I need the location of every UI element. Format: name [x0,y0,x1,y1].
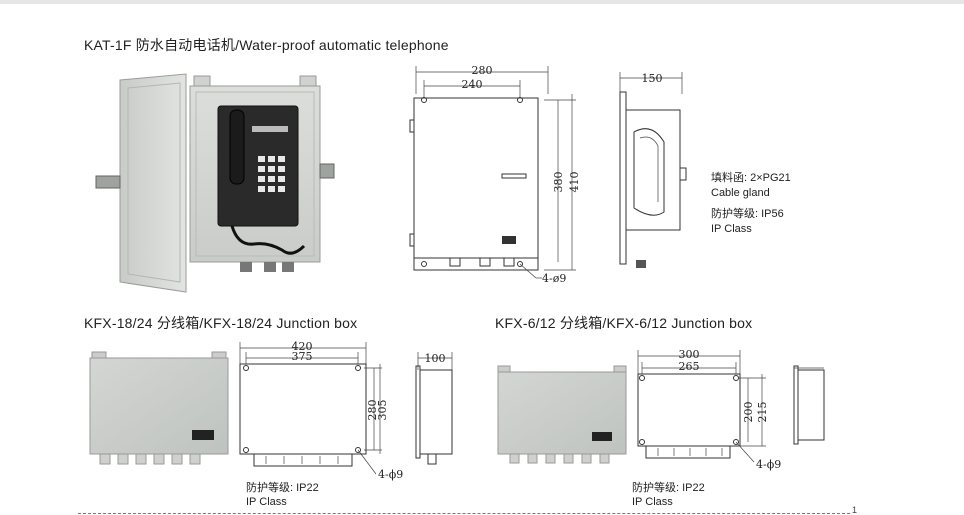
junction-large-front-drawing: 420 375 280 305 4-ϕ9 [239,340,403,481]
junction-large-photo [89,351,229,465]
dim-width-265: 265 [679,360,700,373]
page-number: 1 [852,505,858,515]
dim-depth-100: 100 [425,352,446,365]
dim-height-380: 380 [552,172,565,193]
dim-width-300: 300 [679,348,700,361]
dim-width-240: 240 [462,78,483,91]
dim-width-280: 280 [472,64,493,77]
cable-gland-cn: 填料函: 2×PG21 [711,172,791,184]
dim-holes: 4-ø9 [542,272,566,285]
dim-depth-150: 150 [642,72,663,85]
footer-divider [78,513,850,514]
dim-height-215: 215 [756,402,769,423]
section-title-junction-large: KFX-18/24 分线箱/KFX-18/24 Junction box [84,315,358,331]
junction-small-side-drawing [793,365,825,445]
dim-width-420: 420 [292,340,313,353]
top-border [0,0,964,4]
ip-class-en-telephone: IP Class [711,223,752,235]
telephone-front-drawing: 280 240 380 410 4-ø9 [409,64,581,285]
dim-height-280: 280 [366,400,379,421]
section-title-junction-small: KFX-6/12 分线箱/KFX-6/12 Junction box [495,315,753,331]
dim-holes-large: 4-ϕ9 [378,468,403,481]
junction-large-side-drawing: 100 [415,352,453,465]
ip-class-cn-telephone: 防护等级: IP56 [711,208,784,220]
dim-width-375: 375 [292,350,313,363]
ip-class-en-small: IP Class [632,496,673,508]
telephone-photo [95,73,335,293]
ip-class-en-large: IP Class [246,496,287,508]
dim-height-305: 305 [376,400,389,421]
ip-class-cn-large: 防护等级: IP22 [246,482,319,494]
ip-class-cn-small: 防护等级: IP22 [632,482,705,494]
telephone-side-drawing: 150 [619,72,687,268]
dim-height-410: 410 [568,172,581,193]
dim-holes-small: 4-ϕ9 [756,458,781,471]
cable-gland-en: Cable gland [711,187,770,199]
dim-height-200: 200 [742,402,755,423]
junction-small-front-drawing: 300 265 200 215 4-ϕ9 [637,348,781,471]
section-title-telephone: KAT-1F 防水自动电话机/Water-proof automatic tel… [84,37,449,53]
junction-small-photo [497,365,627,464]
